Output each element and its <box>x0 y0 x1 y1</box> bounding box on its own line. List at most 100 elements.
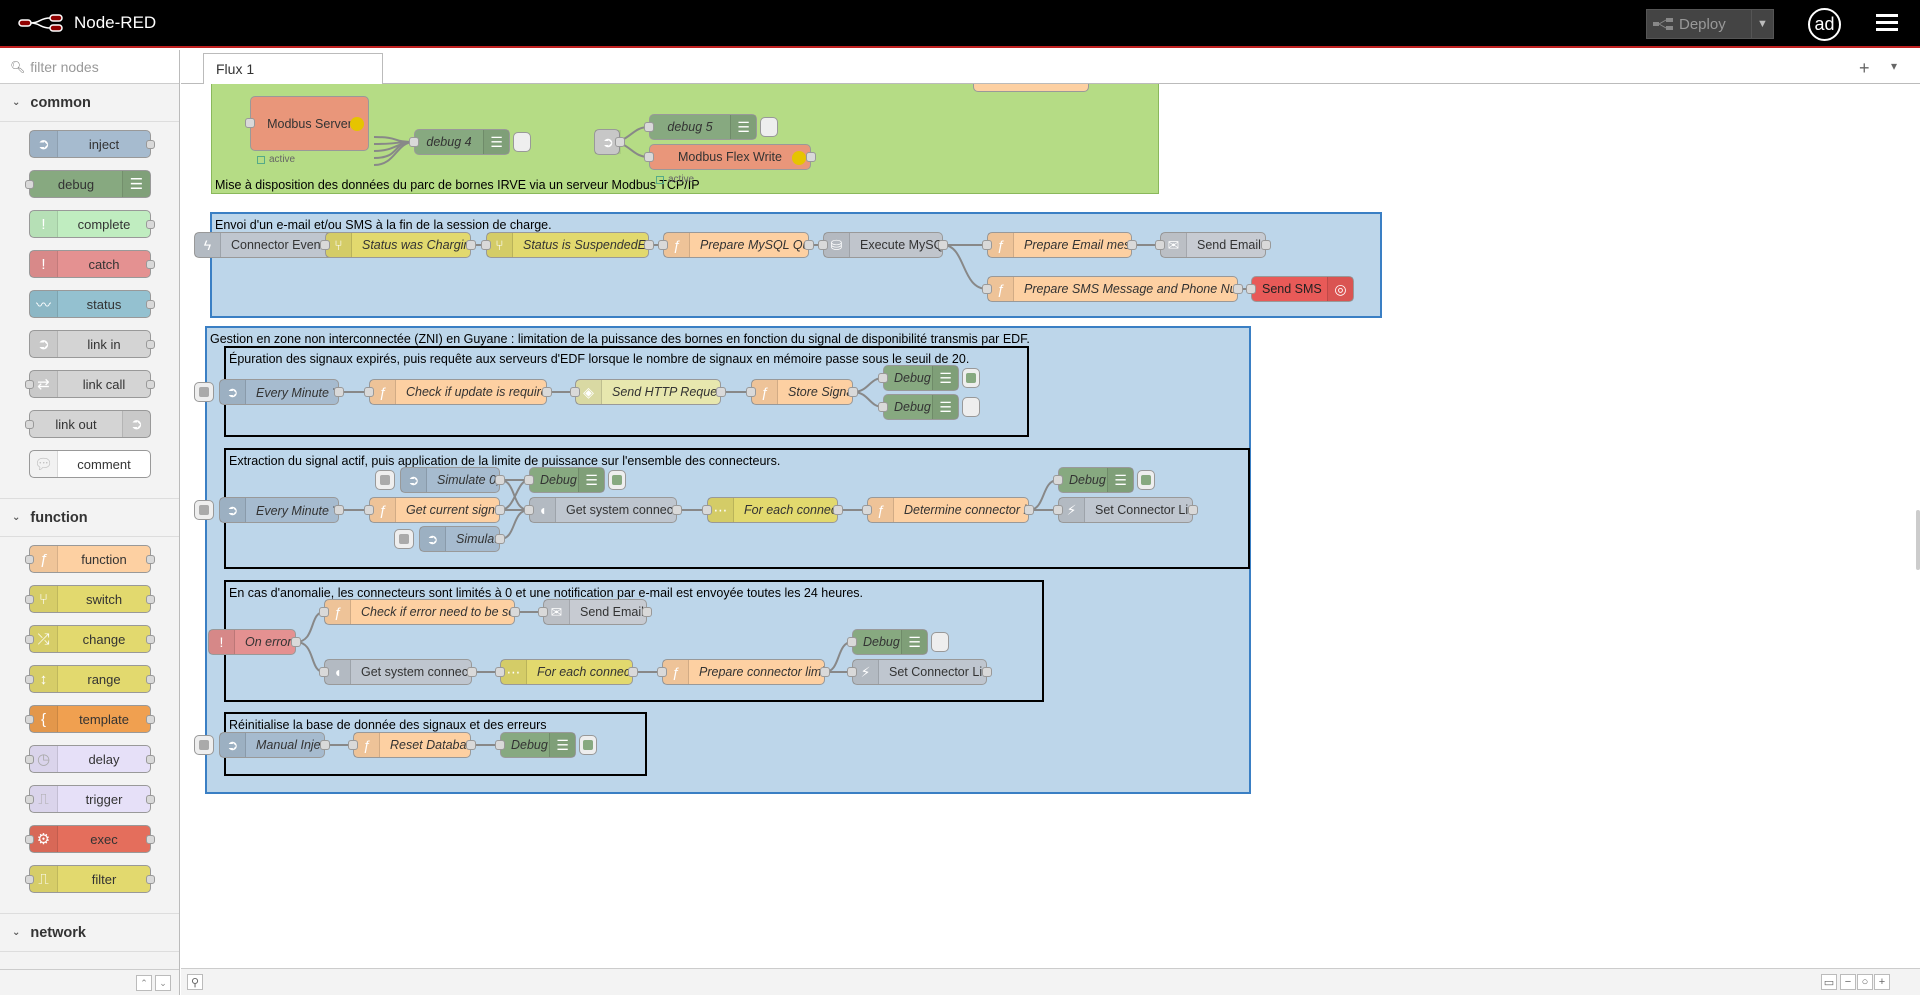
palette-node-trigger[interactable]: ⎍trigger <box>25 785 155 813</box>
node-set-connector-limit-1[interactable]: ⚡︎ Set Connector Limit <box>1053 497 1198 523</box>
zoom-in-icon[interactable]: + <box>1874 974 1890 990</box>
node-prepare-email[interactable]: ƒ Prepare Email message <box>982 232 1137 258</box>
group-modbus[interactable]: Mise à disposition des données du parc d… <box>211 84 1159 194</box>
node-set-connector-limit-2[interactable]: ⚡︎ Set Connector Limit <box>847 659 992 685</box>
node-debug-b[interactable]: Debug ☰ <box>878 394 980 420</box>
vertical-scrollbar[interactable] <box>1916 510 1920 570</box>
debug-toggle-button[interactable] <box>579 735 597 755</box>
palette-node-label: template <box>79 711 129 727</box>
debug-toggle-button[interactable] <box>608 470 626 490</box>
node-partial-function[interactable] <box>973 84 1089 92</box>
deploy-button[interactable]: Deploy ▼ <box>1646 9 1774 39</box>
node-debug-4[interactable]: debug 4 ☰ <box>409 129 531 155</box>
node-debug-e[interactable]: Debug ☰ <box>847 629 949 655</box>
navigator-map-icon[interactable]: ▭ <box>1821 974 1837 990</box>
node-status-suspended[interactable]: ⑂ Status is SuspendedEV <box>481 232 654 258</box>
node-prepare-connector-limit[interactable]: ƒ Prepare connector limit <box>657 659 830 685</box>
node-prepare-sms[interactable]: ƒ Prepare SMS Message and Phone Number <box>982 276 1243 302</box>
palette-node-exec[interactable]: ⚙exec <box>25 825 155 853</box>
node-check-update[interactable]: ƒ Check if update is required <box>364 379 552 405</box>
inject-button[interactable] <box>194 382 214 402</box>
node-send-email[interactable]: ✉ Send Email <box>1155 232 1271 258</box>
palette-node-filter[interactable]: ⎍filter <box>25 865 155 893</box>
node-debug-a[interactable]: Debug ☰ <box>878 365 980 391</box>
add-tab-plus-icon[interactable]: + <box>1859 58 1870 78</box>
debug-toggle-button[interactable] <box>760 117 778 137</box>
palette-node-link-call[interactable]: ⇄link call <box>25 370 155 398</box>
palette-node-comment[interactable]: 💬︎comment <box>29 450 151 478</box>
deploy-menu-chevron-icon[interactable]: ▼ <box>1751 10 1773 38</box>
palette-category-network[interactable]: ⌄ network <box>0 914 179 952</box>
node-status-was-charging[interactable]: ⑂ Status was Charging <box>320 232 476 258</box>
inject-button[interactable] <box>375 470 395 490</box>
node-simulate-1[interactable]: ➲ Simulate 1 <box>394 526 505 552</box>
node-get-system-connectors-1[interactable]: ◖ Get system connectors <box>524 497 682 523</box>
node-get-system-connectors-2[interactable]: ◖ Get system connectors <box>319 659 477 685</box>
node-debug-5[interactable]: debug 5 ☰ <box>644 114 778 140</box>
debug-toggle-button[interactable] <box>513 132 531 152</box>
palette-node-label: catch <box>88 256 120 272</box>
palette-node-link-out[interactable]: link out➲ <box>25 410 151 438</box>
user-avatar[interactable]: ad <box>1808 8 1841 41</box>
palette-node-switch[interactable]: ⑂switch <box>25 585 155 613</box>
node-send-sms[interactable]: Send SMS ◎ <box>1246 276 1354 302</box>
node-modbus-flex-write[interactable]: Modbus Flex Write active <box>644 144 816 185</box>
palette-node-complete[interactable]: !complete <box>29 210 155 238</box>
palette-node-inject[interactable]: ➲inject <box>29 130 155 158</box>
zoom-out-icon[interactable]: − <box>1840 974 1856 990</box>
node-for-each-connector-1[interactable]: ⋯ For each connector <box>702 497 843 523</box>
palette-node-range[interactable]: ↕range <box>25 665 155 693</box>
node-link-in[interactable]: ➲ <box>594 129 625 155</box>
app-title: Node-RED <box>74 13 157 32</box>
palette-category-common[interactable]: ⌄ common <box>0 84 179 122</box>
node-modbus-server[interactable]: Modbus Server active <box>245 96 369 165</box>
main-menu-hamburger-icon[interactable] <box>1876 14 1898 34</box>
node-store-signals[interactable]: ƒ Store Signals <box>746 379 858 405</box>
palette-node-delay[interactable]: ◷delay <box>25 745 155 773</box>
debug-toggle-button[interactable] <box>931 632 949 652</box>
node-get-current-signal[interactable]: ƒ Get current signal <box>364 497 505 523</box>
inject-button[interactable] <box>194 500 214 520</box>
node-every-minute-2[interactable]: ➲ Every Minute ↻ <box>194 497 344 523</box>
debug-toggle-button[interactable] <box>962 368 980 388</box>
function-icon: ƒ <box>988 277 1014 301</box>
node-debug-f[interactable]: Debug ☰ <box>495 732 597 758</box>
tab-menu-chevron-icon[interactable]: ▾ <box>1891 59 1898 73</box>
tab-flux-1[interactable]: Flux 1 <box>203 53 383 85</box>
palette-node-change[interactable]: ⤮change <box>25 625 155 653</box>
inject-button[interactable] <box>394 529 414 549</box>
flow-canvas[interactable]: Mise à disposition des données du parc d… <box>181 84 1920 968</box>
palette-node-template[interactable]: {template <box>25 705 155 733</box>
inject-icon: ➲ <box>420 527 446 551</box>
search-icon[interactable]: ⚲ <box>187 974 203 990</box>
palette-node-catch[interactable]: !catch <box>29 250 155 278</box>
node-reset-database[interactable]: ƒ Reset Database <box>348 732 476 758</box>
node-execute-mysql[interactable]: ⛁ Execute MySQL <box>818 232 948 258</box>
palette-node-status[interactable]: 〰status <box>29 290 155 318</box>
node-manual-inject[interactable]: ➲ Manual Inject <box>194 732 330 758</box>
node-on-error[interactable]: ! On error <box>208 629 301 655</box>
debug-icon: ☰ <box>1107 468 1133 492</box>
debug-toggle-button[interactable] <box>962 397 980 417</box>
node-every-minute-1[interactable]: ➲ Every Minute ↻ <box>194 379 344 405</box>
node-prepare-mysql[interactable]: ƒ Prepare MySQL Query <box>658 232 814 258</box>
node-send-email-2[interactable]: ✉ Send Email <box>538 599 652 625</box>
node-debug-d[interactable]: Debug ☰ <box>1053 467 1155 493</box>
node-check-error[interactable]: ƒ Check if error need to be send <box>319 599 520 625</box>
palette-node-debug[interactable]: debug☰ <box>25 170 151 198</box>
node-for-each-connector-2[interactable]: ⋯ For each connector <box>495 659 638 685</box>
node-simulate-05[interactable]: ➲ Simulate 0,5 <box>375 467 505 493</box>
palette-category-function[interactable]: ⌄ function <box>0 499 179 537</box>
palette-search-input[interactable]: 🔍︎ filter nodes <box>0 50 179 84</box>
palette-node-link-in[interactable]: ➲link in <box>29 330 155 358</box>
zoom-reset-icon[interactable]: ○ <box>1857 974 1873 990</box>
debug-toggle-button[interactable] <box>1137 470 1155 490</box>
node-send-http[interactable]: ◈ Send HTTP Request <box>570 379 726 405</box>
inject-button[interactable] <box>194 735 214 755</box>
expand-all-icon[interactable]: ⌄ <box>155 975 171 991</box>
collapse-all-icon[interactable]: ⌃ <box>136 975 152 991</box>
node-determine-limit[interactable]: ƒ Determine connector limit <box>862 497 1034 523</box>
node-connector-event[interactable]: ϟ Connector Event <box>194 232 345 258</box>
node-debug-c[interactable]: Debug ☰ <box>524 467 626 493</box>
